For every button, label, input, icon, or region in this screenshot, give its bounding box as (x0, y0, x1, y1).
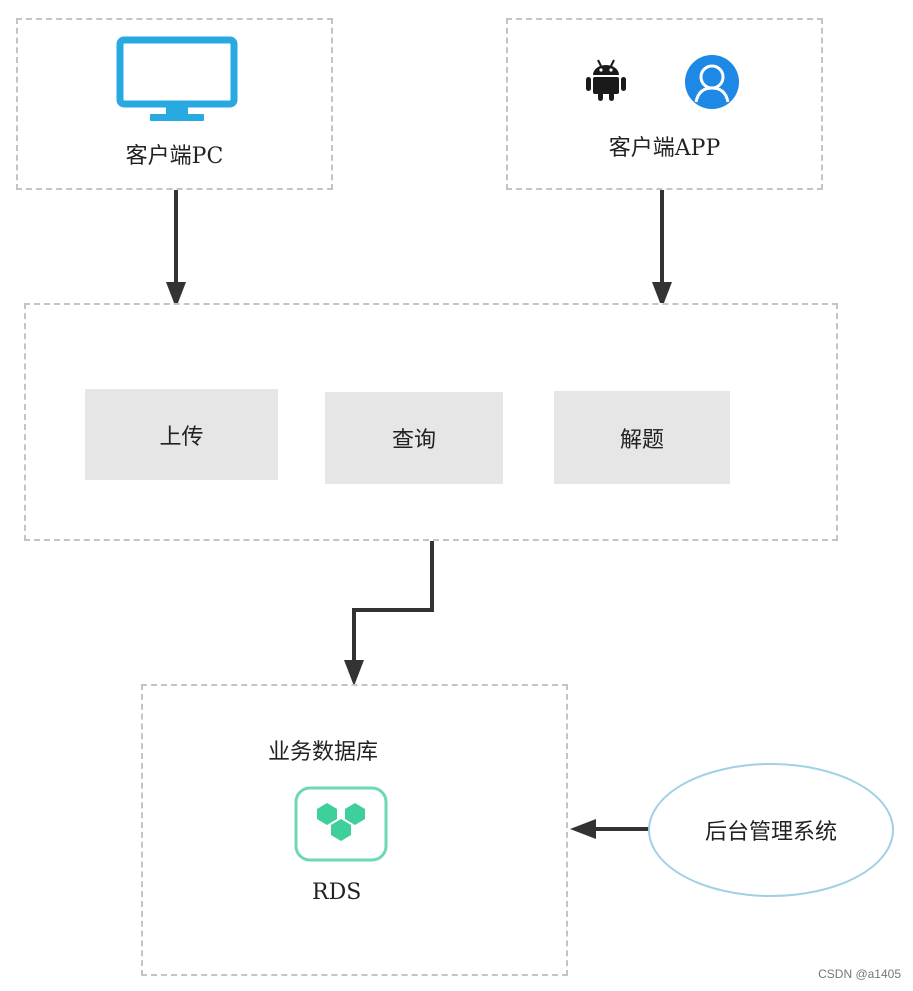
database-box: 业务数据库 RDS (141, 684, 568, 976)
admin-system-ellipse: 后台管理系统 (648, 763, 894, 897)
watermark: CSDN @a1405 (818, 967, 901, 981)
arrow-pc-to-functions (166, 190, 186, 308)
arrow-app-to-functions (652, 190, 672, 308)
monitor-icon (116, 36, 238, 121)
arrow-functions-to-database (344, 541, 434, 686)
client-pc-label: 客户端PC (125, 144, 224, 169)
client-pc-box: 客户端PC (16, 18, 333, 190)
android-icon (586, 59, 626, 101)
admin-system-label: 后台管理系统 (704, 820, 837, 845)
arrow-admin-to-database (570, 819, 650, 839)
client-app-box: 客户端APP (506, 18, 823, 190)
upload-box: 上传 (85, 389, 278, 480)
rds-icon (294, 786, 388, 862)
rds-label: RDS (312, 880, 362, 905)
database-title: 业务数据库 (268, 740, 379, 765)
user-avatar-icon (685, 55, 739, 109)
solve-box: 解题 (554, 391, 730, 484)
client-app-label: 客户端APP (608, 136, 721, 161)
query-box: 查询 (325, 392, 503, 484)
